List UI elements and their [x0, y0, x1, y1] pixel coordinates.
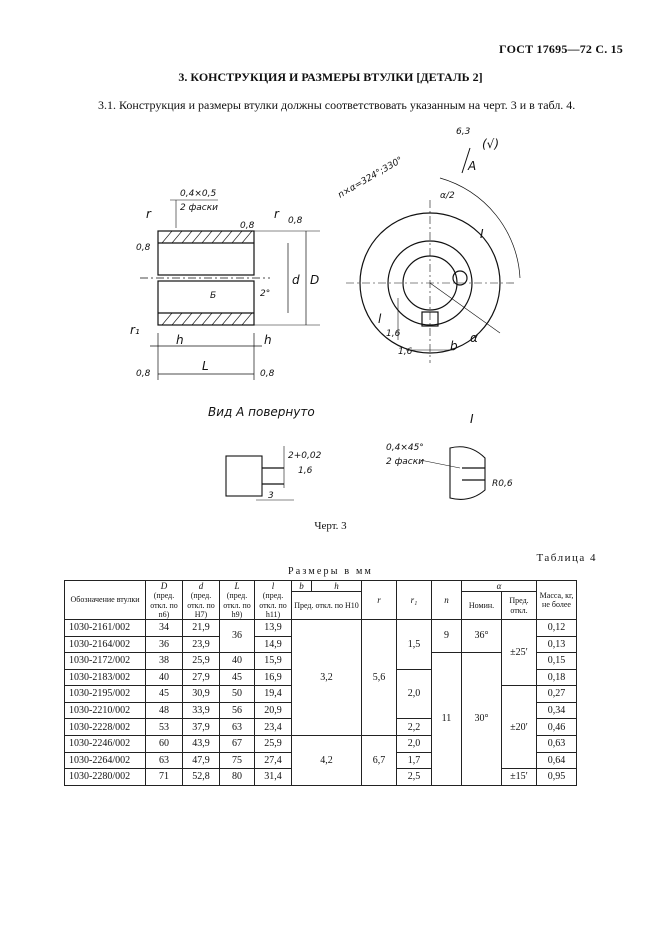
label-D: D [310, 273, 319, 287]
col-n: n [431, 580, 462, 620]
angle-note: n×α=324°;330° [337, 155, 405, 200]
label-r1: r₁ [130, 323, 140, 337]
label-r: r [146, 207, 152, 221]
roughness-08-right: 0,8 [288, 216, 303, 226]
label-L: L [202, 359, 209, 373]
col-d: d(пред. откл. по H7) [182, 580, 220, 620]
table-label: Таблица 4 [536, 552, 597, 564]
section-paragraph: 3.1. Конструкция и размеры втулки должны… [98, 98, 576, 112]
view-a-title: Вид А повернуто [208, 405, 315, 419]
roughness-16-b: 1,6 [398, 347, 413, 357]
label-b-section: Б [210, 291, 216, 301]
roughness-08: 0,8 [136, 243, 151, 253]
label-l: l [378, 312, 382, 326]
col-l: l(пред. откл. по h11) [254, 580, 292, 620]
col-mass: Масса, кг, не более [536, 580, 577, 620]
table-row: 1030-2183/002 40 27,9 45 16,9 2,0 0,18 [64, 668, 577, 720]
chamfer2-note: 2 фаски [386, 457, 424, 467]
label-b: b [450, 339, 458, 353]
col-h: h [311, 579, 362, 593]
roughness-08-top: 0,8 [240, 221, 255, 231]
roughness-63: 6,3 [456, 127, 471, 137]
label-A: A [467, 159, 476, 173]
table-row: 1030-2164/002 36 23,9 14,9 0,13 [64, 635, 577, 654]
col-bh-tol: Пред. откл. по H10 [291, 591, 362, 620]
roughness-08-br: 0,8 [260, 369, 275, 379]
chamfer2-label: 0,4×45° [386, 443, 424, 453]
col-D: D(пред. откл. по n6) [145, 580, 183, 620]
col-r1: r₁ [396, 580, 432, 620]
label-h-left: h [176, 333, 184, 347]
dim-3: 3 [268, 491, 274, 501]
technical-drawing: 0,4×0,5 2 фаски r r 0,8 0,8 0,8 Б 2° d D… [130, 127, 521, 501]
dim-2: 2+0,02 [288, 451, 322, 461]
chamfer-label: 0,4×0,5 [180, 189, 216, 199]
chamfer-note: 2 фаски [180, 203, 218, 213]
label-h-right: h [264, 333, 272, 347]
page-header: ГОСТ 17695—72 С. 15 [499, 42, 623, 56]
label-alpha-half: α/2 [440, 191, 455, 201]
roughness-16: 1,6 [386, 329, 401, 339]
roughness-16-view: 1,6 [298, 466, 313, 476]
col-designation: Обозначение втулки [64, 580, 146, 620]
bushing-lower-section [157, 280, 255, 326]
col-L: L(пред. откл. по h9) [219, 580, 255, 620]
col-alpha-tol: Пред. откл. [501, 591, 537, 620]
label-r-right: r [274, 207, 280, 221]
label-2deg: 2° [260, 289, 270, 299]
col-alpha-nom: Номин. [461, 591, 502, 620]
roughness-08-bl: 0,8 [136, 369, 151, 379]
dimensions-table: Обозначение втулки D(пред. откл. по n6) … [64, 579, 577, 786]
col-r: r [361, 580, 397, 620]
table-row: 1030-2280/002 71 52,8 80 31,4 2,5 ±15′ 0… [64, 768, 577, 786]
table-row: 1030-2161/002 34 21,9 36 13,9 3,2 5,6 1,… [64, 618, 577, 737]
col-b: b [291, 579, 312, 593]
col-alpha: α [461, 579, 537, 593]
table-header-row: Обозначение втулки D(пред. откл. по n6) … [64, 579, 577, 620]
label-I: I [480, 227, 484, 241]
detail-I-title: I [470, 412, 474, 426]
radius-label: R0,6 [492, 479, 513, 489]
bushing-upper-section [157, 230, 255, 276]
section-title: 3. КОНСТРУКЦИЯ И РАЗМЕРЫ ВТУЛКИ [ДЕТАЛЬ … [178, 70, 483, 84]
label-d: d [292, 273, 300, 287]
roughness-paren: (√) [482, 137, 499, 151]
label-alpha: α [470, 331, 478, 345]
table-units: Размеры в мм [287, 566, 374, 577]
drawing-caption: Черт. 3 [314, 520, 347, 532]
